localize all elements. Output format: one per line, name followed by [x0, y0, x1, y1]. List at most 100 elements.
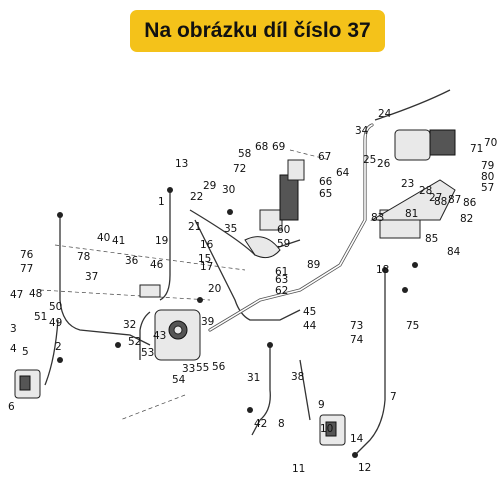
callout-60: 60 — [277, 224, 290, 236]
callout-49: 49 — [49, 317, 62, 329]
callout-82: 82 — [460, 213, 473, 225]
callout-85: 85 — [425, 233, 438, 245]
callout-18: 18 — [376, 264, 389, 276]
callout-33: 33 — [182, 363, 195, 375]
callout-25: 25 — [363, 154, 376, 166]
callout-17: 17 — [200, 261, 213, 273]
callout-35: 35 — [224, 223, 237, 235]
callout-61: 61 — [275, 266, 288, 278]
brake-line-38 — [251, 345, 271, 436]
callout-34: 34 — [355, 125, 369, 137]
callout-72: 72 — [233, 163, 246, 175]
callout-21: 21 — [188, 221, 201, 233]
callout-4: 4 — [10, 343, 17, 355]
brake-line-center — [194, 219, 301, 321]
callout-50: 50 — [49, 301, 62, 313]
brake-line-7 — [354, 270, 386, 456]
callout-11: 11 — [292, 463, 305, 475]
callout-29: 29 — [203, 180, 216, 192]
callout-78: 78 — [77, 251, 90, 263]
callout-69: 69 — [272, 141, 285, 153]
callout-24: 24 — [378, 108, 392, 120]
callout-59: 59 — [277, 238, 290, 250]
callout-3: 3 — [10, 323, 17, 335]
support-bracket-icon — [370, 179, 456, 221]
callout-32: 32 — [123, 319, 136, 331]
callout-42: 42 — [254, 418, 267, 430]
callout-41: 41 — [112, 235, 125, 247]
callout-77: 77 — [20, 263, 33, 275]
callout-14: 14 — [350, 433, 364, 445]
callout-13: 13 — [175, 158, 188, 170]
callout-62: 62 — [275, 285, 288, 297]
callout-71: 71 — [470, 143, 483, 155]
callout-36: 36 — [125, 255, 139, 267]
callout-54: 54 — [172, 374, 186, 386]
callout-27: 27 — [429, 192, 442, 204]
callout-66: 66 — [319, 176, 333, 188]
callout-12: 12 — [358, 462, 371, 474]
callout-63: 63 — [275, 274, 288, 286]
callout-44: 44 — [303, 320, 317, 332]
callout-5: 5 — [22, 346, 29, 358]
callout-38: 38 — [291, 371, 304, 383]
callout-88: 88 — [434, 196, 447, 208]
brake-hose-lower — [139, 311, 151, 360]
callout-76: 76 — [20, 249, 34, 261]
pedal-assembly-icon — [279, 174, 299, 221]
brake-line-2 — [44, 319, 59, 386]
callout-68: 68 — [255, 141, 268, 153]
reservoir-icon — [139, 284, 161, 298]
brake-line-rear — [299, 359, 311, 421]
brake-line-1 — [59, 215, 151, 346]
callout-79: 79 — [481, 160, 494, 172]
callout-39: 39 — [201, 316, 214, 328]
callout-65: 65 — [319, 188, 332, 200]
front-caliper-right-icon — [394, 129, 431, 161]
callout-30: 30 — [222, 184, 235, 196]
callout-75: 75 — [406, 320, 419, 332]
callout-19: 19 — [155, 235, 168, 247]
callout-15: 15 — [198, 253, 211, 265]
callout-20: 20 — [208, 283, 221, 295]
callout-73: 73 — [350, 320, 363, 332]
callout-40: 40 — [97, 232, 110, 244]
callout-6: 6 — [8, 401, 15, 413]
callout-74: 74 — [350, 334, 364, 346]
callout-26: 26 — [377, 158, 391, 170]
bracket-icon — [244, 236, 281, 259]
callout-28: 28 — [419, 185, 432, 197]
callout-48: 48 — [29, 288, 42, 300]
callout-37: 37 — [85, 271, 98, 283]
callout-89: 89 — [307, 259, 320, 271]
callout-7: 7 — [390, 391, 397, 403]
callout-51: 51 — [34, 311, 47, 323]
callout-16: 16 — [200, 239, 214, 251]
brake-hose-1 — [159, 190, 171, 301]
callout-1: 1 — [158, 196, 165, 208]
callout-55: 55 — [196, 362, 209, 374]
callout-2: 2 — [55, 341, 62, 353]
callout-57: 57 — [481, 182, 494, 194]
callout-53: 53 — [141, 347, 154, 359]
callout-70: 70 — [484, 137, 497, 149]
callout-23: 23 — [401, 178, 414, 190]
callout-46: 46 — [150, 259, 164, 271]
callout-43: 43 — [153, 330, 166, 342]
callout-58: 58 — [238, 148, 251, 160]
callout-31: 31 — [247, 372, 260, 384]
callout-81: 81 — [405, 208, 418, 220]
callout-86: 86 — [463, 197, 477, 209]
callout-47: 47 — [10, 289, 23, 301]
callout-84: 84 — [447, 246, 461, 258]
part-number-banner: Na obrázku díl číslo 37 — [130, 10, 385, 52]
callout-8: 8 — [278, 418, 285, 430]
callout-64: 64 — [336, 167, 350, 179]
callout-80: 80 — [481, 171, 494, 183]
brake-line-top — [374, 89, 451, 121]
callout-67: 67 — [318, 151, 331, 163]
callout-56: 56 — [212, 361, 226, 373]
callout-83: 83 — [371, 212, 384, 224]
